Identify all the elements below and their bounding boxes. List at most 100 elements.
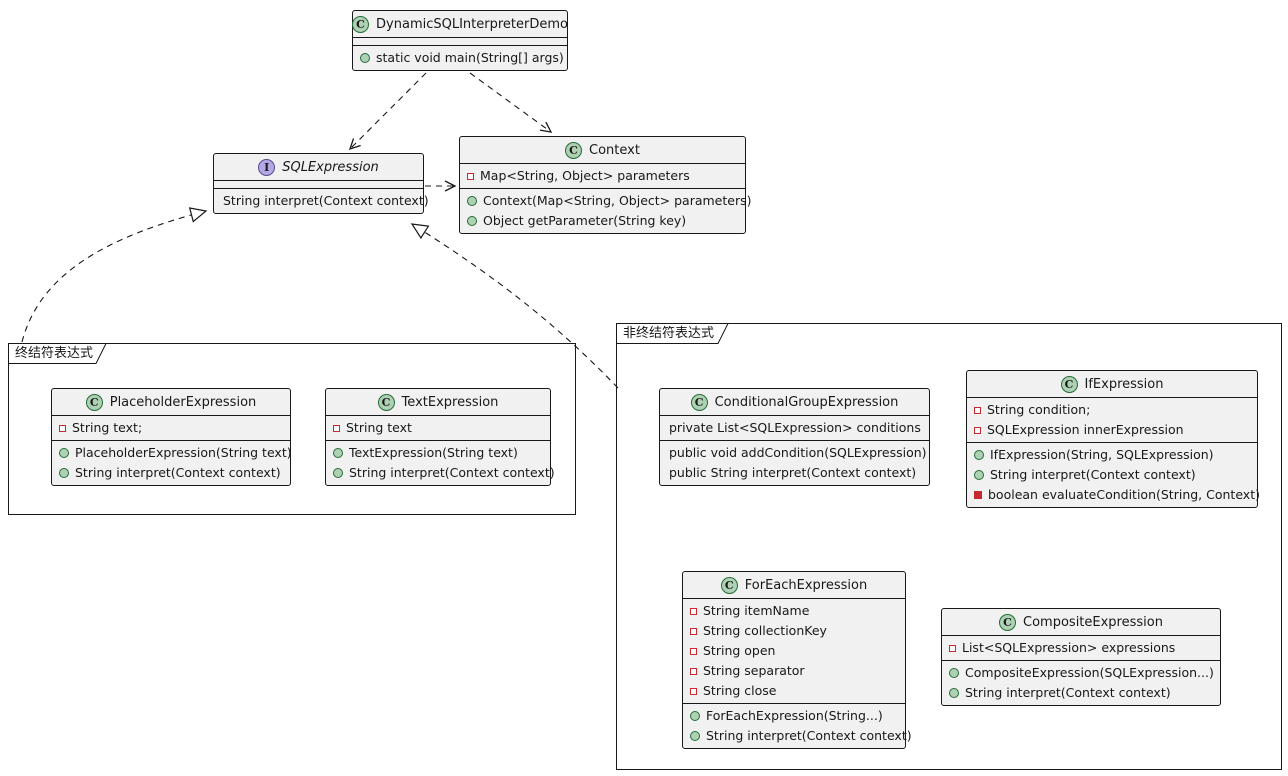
method-text: String interpret(Context context)	[965, 685, 1171, 700]
method-row: static void main(String[] args)	[353, 48, 567, 68]
class-name: IfExpression	[1084, 377, 1164, 392]
field-row: String text;	[52, 418, 290, 438]
field-row: String close	[683, 681, 905, 701]
class-spot-icon: C	[352, 16, 370, 33]
methods-compartment: TextExpression(String text) String inter…	[326, 440, 555, 485]
class-title: C ForEachExpression	[683, 572, 905, 598]
class-name: SQLExpression	[282, 160, 379, 175]
package-terminal-expressions	[8, 343, 576, 515]
class-title: C Context	[460, 137, 745, 163]
dependency-demo-to-context	[469, 72, 553, 133]
class-title: C IfExpression	[967, 371, 1257, 397]
methods-compartment: PlaceholderExpression(String text) Strin…	[52, 440, 292, 485]
class-spot-icon: C	[690, 394, 708, 411]
method-row: Context(Map<String, Object> parameters)	[460, 191, 752, 211]
fields-compartment	[353, 37, 567, 45]
public-method-icon	[360, 53, 370, 63]
methods-compartment: ForEachExpression(String...) String inte…	[683, 703, 912, 748]
class-textexpression: C TextExpression String text TextExpress…	[325, 388, 555, 486]
public-method-icon	[59, 448, 69, 458]
public-method-icon	[333, 448, 343, 458]
class-title: I SQLExpression	[214, 154, 423, 180]
methods-compartment: CompositeExpression(SQLExpression...) St…	[942, 660, 1220, 705]
method-text: static void main(String[] args)	[376, 50, 564, 65]
fields-compartment: String text;	[52, 415, 290, 440]
class-spot-icon: C	[377, 394, 395, 411]
field-text: private List<SQLExpression> conditions	[669, 420, 921, 435]
class-title: C ConditionalGroupExpression	[660, 389, 929, 415]
public-method-icon	[467, 216, 477, 226]
class-title: C TextExpression	[326, 389, 550, 415]
private-field-icon	[690, 627, 697, 635]
private-field-icon	[333, 424, 340, 432]
field-text: List<SQLExpression> expressions	[962, 640, 1176, 655]
class-dynamicsqlinterpreterdemo: C DynamicSQLInterpreterDemo static void …	[352, 10, 568, 71]
method-row: public String interpret(Context context)	[660, 463, 929, 483]
methods-compartment: IfExpression(String, SQLExpression) Stri…	[967, 442, 1260, 507]
method-text: String interpret(Context context)	[223, 193, 429, 208]
method-row: boolean evaluateCondition(String, Contex…	[967, 485, 1260, 505]
fields-compartment: String itemName String collectionKey Str…	[683, 598, 905, 703]
interface-spot-icon: I	[258, 159, 276, 176]
class-name: TextExpression	[401, 395, 499, 410]
class-foreachexpression: C ForEachExpression String itemName Stri…	[682, 571, 912, 749]
method-text: PlaceholderExpression(String text)	[75, 445, 292, 460]
field-row: String separator	[683, 661, 905, 681]
public-method-icon	[949, 688, 959, 698]
class-title: C PlaceholderExpression	[52, 389, 290, 415]
method-row: String interpret(Context context)	[326, 463, 555, 483]
method-text: TextExpression(String text)	[349, 445, 518, 460]
method-row: String interpret(Context context)	[52, 463, 290, 483]
private-field-icon	[974, 406, 981, 414]
method-text: ForEachExpression(String...)	[706, 708, 883, 723]
method-row: PlaceholderExpression(String text)	[52, 443, 292, 463]
method-row: public void addCondition(SQLExpression)	[660, 443, 929, 463]
private-field-icon	[690, 607, 697, 615]
class-title: C CompositeExpression	[942, 609, 1220, 635]
method-row: ForEachExpression(String...)	[683, 706, 905, 726]
field-row: String open	[683, 641, 905, 661]
public-method-icon	[974, 450, 984, 460]
method-row: IfExpression(String, SQLExpression)	[967, 445, 1257, 465]
field-row: String collectionKey	[683, 621, 905, 641]
class-spot-icon: C	[85, 394, 103, 411]
class-ifexpression: C IfExpression String condition; SQLExpr…	[966, 370, 1260, 508]
fields-compartment: String condition; SQLExpression innerExp…	[967, 397, 1257, 442]
field-text: String text;	[72, 420, 143, 435]
method-text: String interpret(Context context)	[990, 467, 1196, 482]
class-name: DynamicSQLInterpreterDemo	[376, 17, 568, 32]
field-text: String text	[346, 420, 412, 435]
class-name: ForEachExpression	[744, 578, 868, 593]
public-method-icon	[949, 668, 959, 678]
fields-compartment: String text	[326, 415, 550, 440]
fields-compartment	[214, 180, 423, 188]
class-name: ConditionalGroupExpression	[714, 395, 899, 410]
field-row: String itemName	[683, 601, 905, 621]
method-row: String interpret(Context context)	[967, 465, 1257, 485]
method-text: String interpret(Context context)	[349, 465, 555, 480]
dependency-demo-to-sqlexpression	[348, 72, 427, 151]
methods-compartment: String interpret(Context context)	[214, 188, 429, 213]
method-text: CompositeExpression(SQLExpression...)	[965, 665, 1214, 680]
field-text: String open	[703, 643, 776, 658]
interface-sqlexpression: I SQLExpression String interpret(Context…	[213, 153, 429, 214]
fields-compartment: List<SQLExpression> expressions	[942, 635, 1220, 660]
private-field-icon	[690, 687, 697, 695]
method-text: String interpret(Context context)	[706, 728, 912, 743]
private-field-icon	[690, 667, 697, 675]
class-placeholderexpression: C PlaceholderExpression String text; Pla…	[51, 388, 292, 486]
field-row: Map<String, Object> parameters	[460, 166, 745, 186]
class-spot-icon: C	[565, 142, 583, 159]
public-method-icon	[690, 731, 700, 741]
realization-terminal-package-to-sqlexpression	[21, 207, 208, 343]
method-row: String interpret(Context context)	[214, 191, 429, 211]
field-row: SQLExpression innerExpression	[967, 420, 1257, 440]
methods-compartment: static void main(String[] args)	[353, 45, 567, 70]
method-text: String interpret(Context context)	[75, 465, 281, 480]
class-spot-icon: C	[999, 614, 1017, 631]
public-method-icon	[333, 468, 343, 478]
public-method-icon	[690, 711, 700, 721]
private-field-icon	[690, 647, 697, 655]
field-row: private List<SQLExpression> conditions	[660, 418, 929, 438]
